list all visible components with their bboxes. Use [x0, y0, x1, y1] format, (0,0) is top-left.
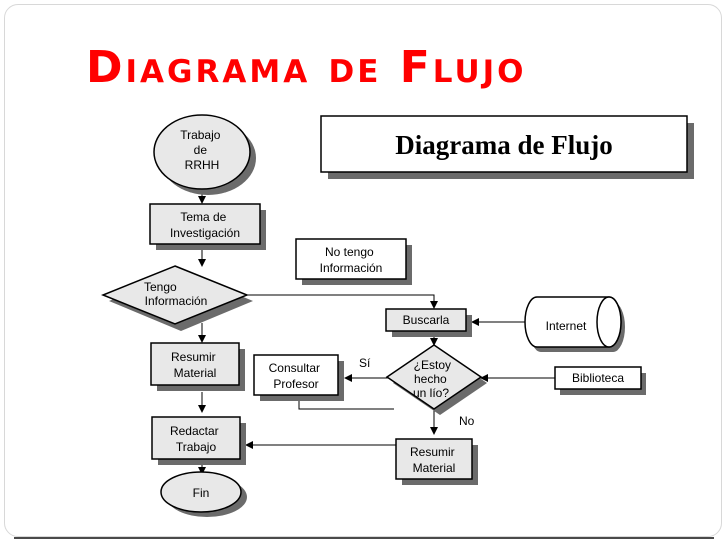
- node-write: Redactar Trabajo: [151, 416, 246, 465]
- node-write-line-1: Redactar: [170, 424, 219, 438]
- node-start-line-3: RRHH: [185, 158, 220, 172]
- node-internet-label: Internet: [546, 319, 587, 333]
- node-write-line-2: Trabajo: [176, 440, 217, 454]
- node-summarize-left-line-2: Material: [174, 366, 217, 380]
- node-start-line-1: Trabajo: [180, 128, 221, 142]
- node-no-info: No tengo Información: [295, 238, 412, 285]
- svg-text:Tema de Investigación: Tema de Investigación: [170, 210, 240, 240]
- node-confused-line-1: ¿Estoy: [414, 358, 451, 372]
- node-search-label: Buscarla: [403, 313, 450, 327]
- node-confused-line-3: un lío?: [413, 386, 449, 400]
- node-summarize-right-line-2: Material: [413, 461, 456, 475]
- svg-text:Redactar Trabajo: Redactar Trabajo: [170, 424, 222, 454]
- node-has-info: Tengo Información: [100, 265, 253, 331]
- node-no-info-line-2: Información: [320, 261, 383, 275]
- node-end: Fin: [160, 471, 247, 517]
- node-confused: ¿Estoy hecho un lío?: [385, 344, 487, 415]
- node-consult: Consultar Profesor: [253, 354, 344, 401]
- svg-text:Tengo Información: Tengo Información: [144, 280, 207, 308]
- svg-text:Resumir Material: Resumir Material: [410, 445, 458, 475]
- node-summarize-left: Resumir Material: [150, 342, 245, 391]
- node-summarize-left-line-1: Resumir: [171, 350, 216, 364]
- node-library-label: Biblioteca: [572, 371, 624, 385]
- node-internet: Internet: [524, 296, 625, 352]
- node-topic-line-1: Tema de: [180, 210, 226, 224]
- svg-text:Consultar Profesor: Consultar Profesor: [269, 361, 324, 391]
- node-no-info-line-1: No tengo: [325, 245, 374, 259]
- bottom-divider: [14, 537, 714, 539]
- svg-text:Resumir Material: Resumir Material: [171, 350, 219, 380]
- node-start: Trabajo de RRHH: [153, 114, 256, 195]
- node-summarize-right: Resumir Material: [395, 438, 478, 485]
- node-end-label: Fin: [193, 486, 210, 500]
- edge-label-yes: Sí: [359, 356, 371, 370]
- node-has-info-line-2: Información: [145, 294, 208, 308]
- edge-label-no: No: [459, 414, 475, 428]
- node-consult-line-2: Profesor: [273, 377, 318, 391]
- node-confused-line-2: hecho: [414, 372, 447, 386]
- node-consult-line-1: Consultar: [269, 361, 320, 375]
- node-has-info-line-1: Tengo: [144, 280, 177, 294]
- slide-frame: [4, 4, 722, 537]
- node-summarize-right-line-1: Resumir: [410, 445, 455, 459]
- node-start-line-2: de: [194, 143, 208, 157]
- node-library: Biblioteca: [554, 366, 646, 395]
- node-topic-line-2: Investigación: [170, 226, 240, 240]
- node-search: Buscarla: [385, 308, 472, 337]
- svg-text:Trabajo de RRHH: Trabajo de RRHH: [180, 128, 224, 172]
- banner-label: Diagrama de Flujo: [395, 130, 612, 160]
- svg-text:No tengo Información: No tengo Información: [320, 245, 383, 275]
- edge-consult-to-write: [298, 398, 394, 410]
- node-topic: Tema de Investigación: [149, 203, 266, 250]
- slide-title: Diagrama de Flujo: [86, 42, 527, 93]
- svg-text:¿Estoy hecho un lí: ¿Estoy hecho un lío?: [413, 358, 454, 400]
- diagram-banner: Diagrama de Flujo: [320, 115, 694, 179]
- edge-has-info-to-search: [246, 294, 438, 309]
